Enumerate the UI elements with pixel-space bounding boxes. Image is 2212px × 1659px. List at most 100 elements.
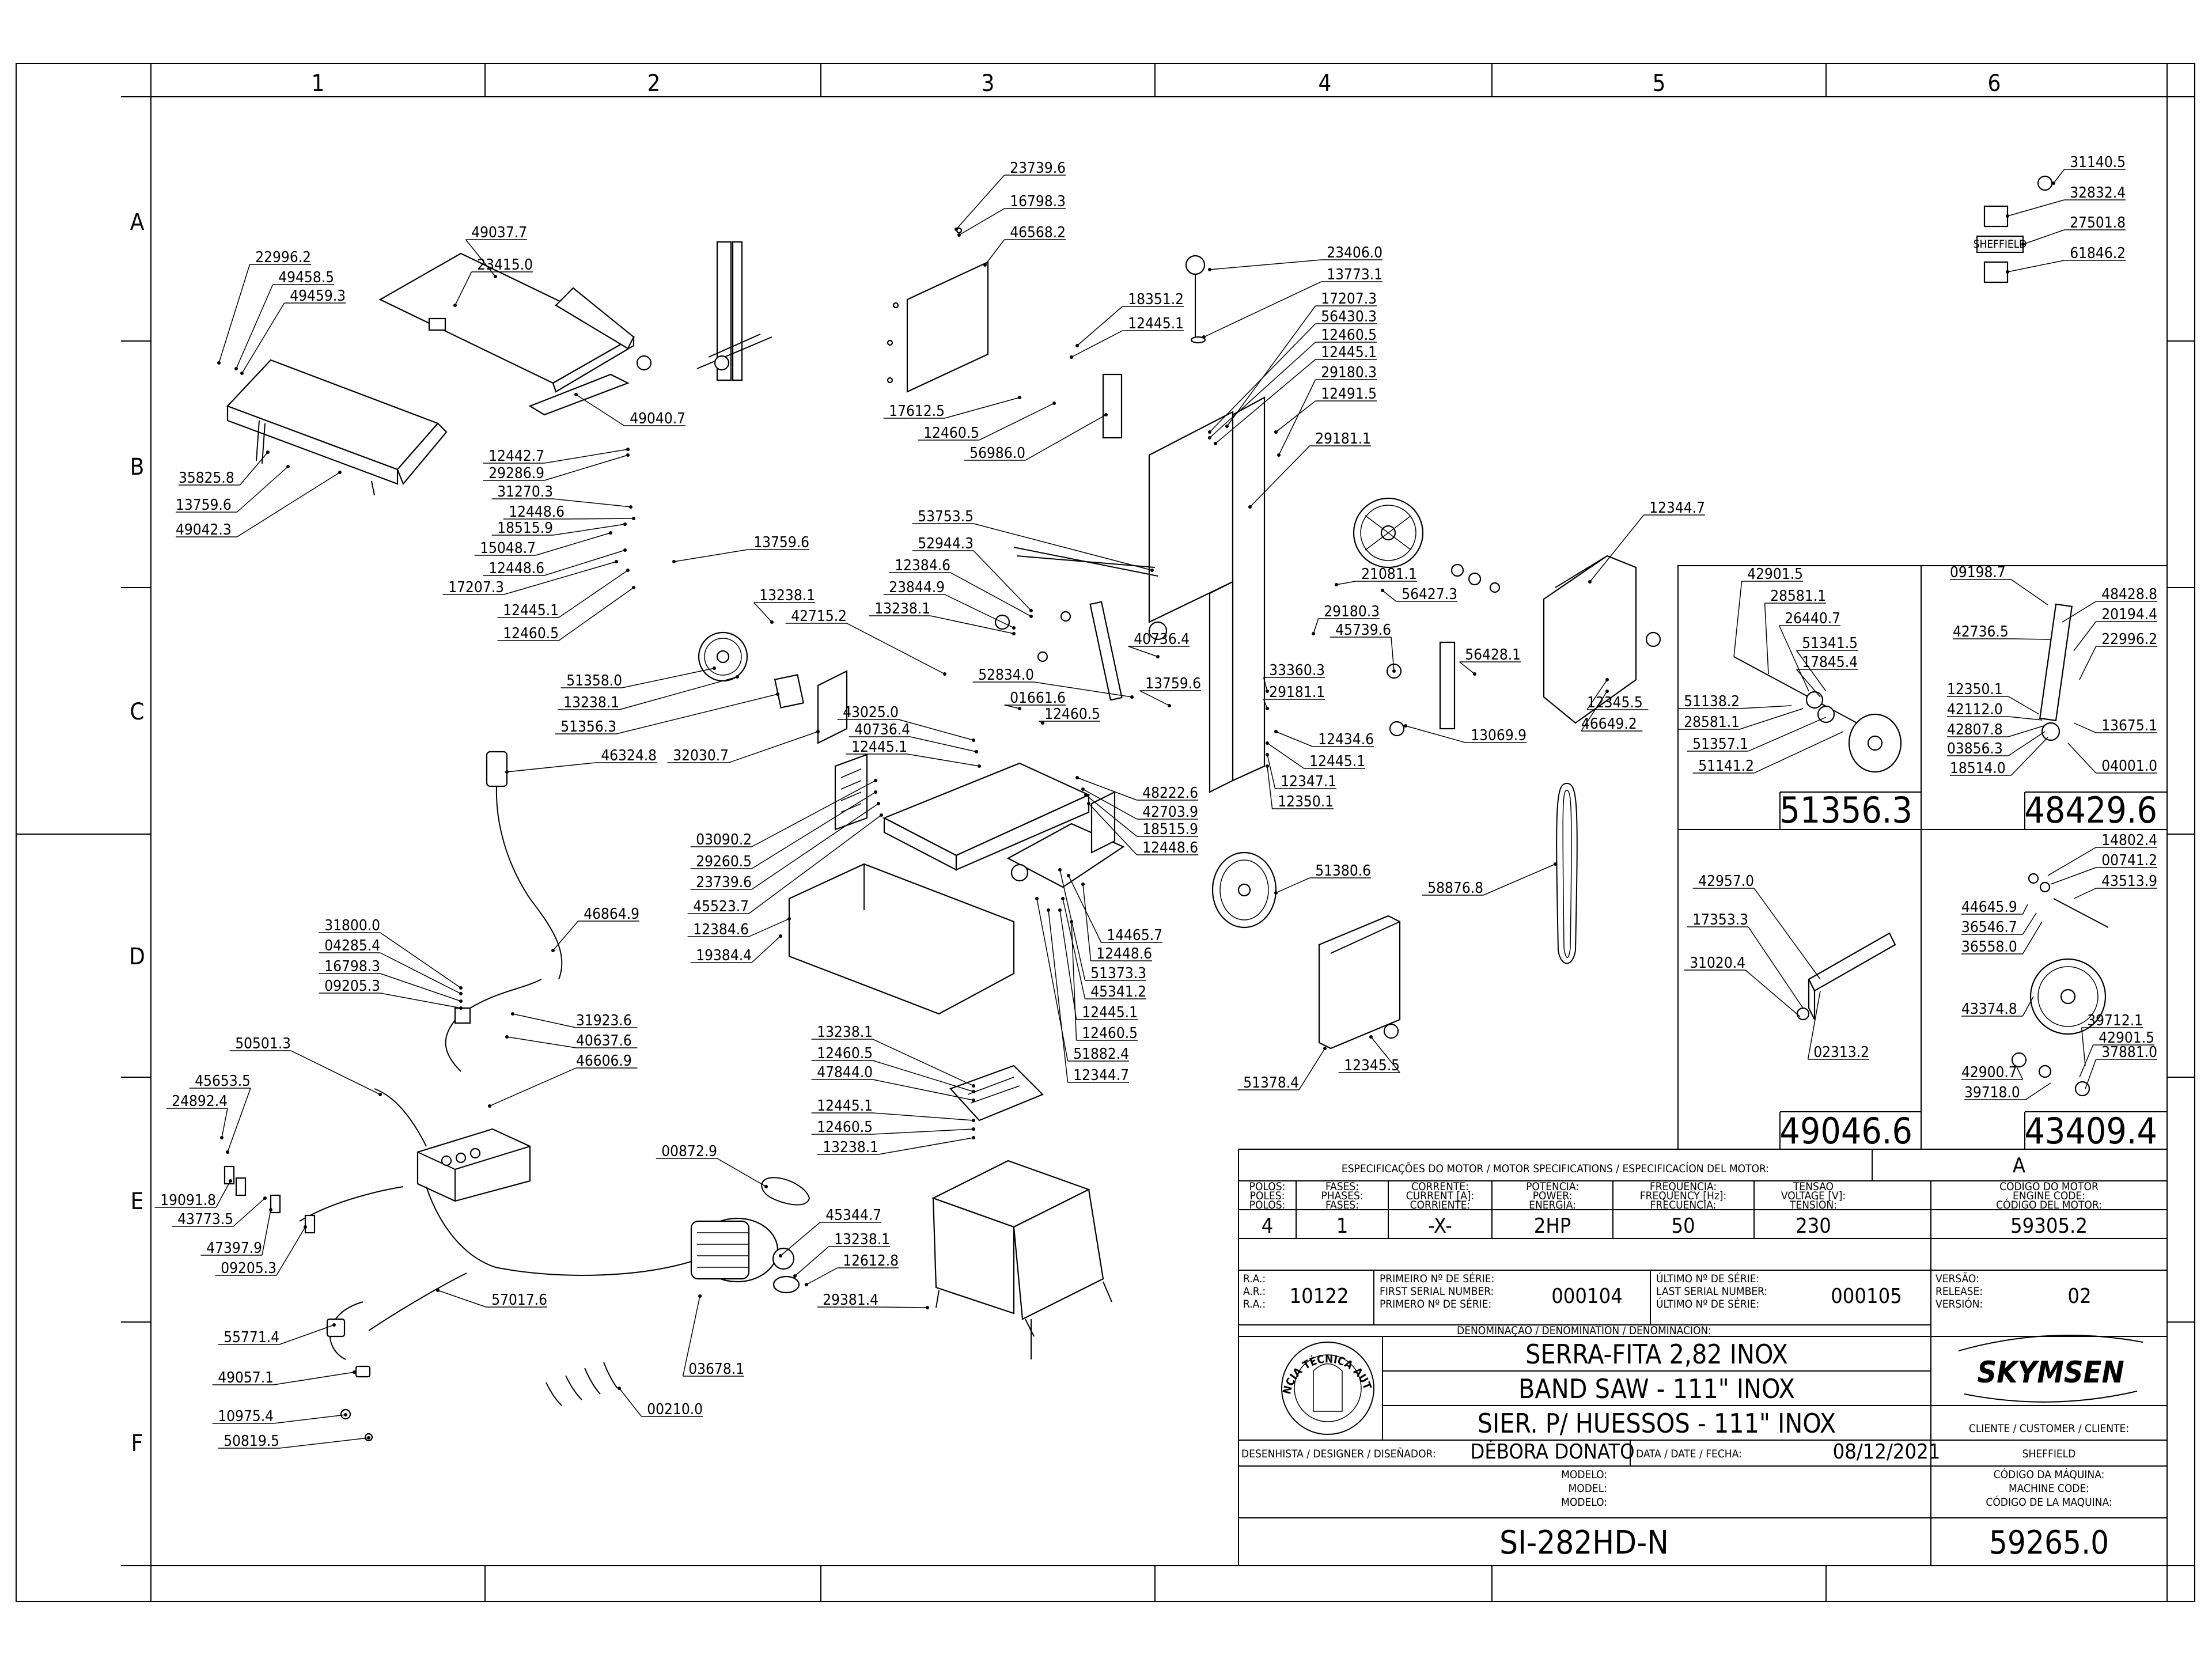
machine-code-label: MACHINE CODE: xyxy=(2009,1482,2089,1495)
spec-value: -X- xyxy=(1428,1214,1452,1238)
detail-part-label: 14802.4 xyxy=(2101,832,2157,849)
spec-column-heading: FASES: xyxy=(1325,1180,1359,1193)
part-number-label: 42715.2 xyxy=(791,608,847,625)
part-number-label: 32832.4 xyxy=(2070,184,2126,202)
part-number-label: 51380.6 xyxy=(1315,862,1371,880)
denomination-line: SERRA-FITA 2,82 INOX xyxy=(1525,1339,1788,1370)
detail-view-number: 43409.4 xyxy=(2024,1110,2157,1152)
part-number-label: 13238.1 xyxy=(563,694,619,711)
part-number-label: 17207.3 xyxy=(1321,290,1377,308)
part-number-label: 56427.3 xyxy=(1402,586,1457,603)
detail-part-label: 51141.2 xyxy=(1698,757,1754,775)
part-number-label: 12448.6 xyxy=(509,503,565,521)
part-number-label: 19384.4 xyxy=(696,947,752,964)
part-number-label: 45739.6 xyxy=(1335,622,1391,639)
part-number-label: 09205.3 xyxy=(221,1260,276,1277)
part-number-label: 47397.9 xyxy=(206,1240,262,1257)
part-number-label: 12347.1 xyxy=(1281,773,1336,790)
part-number-label: 12460.5 xyxy=(817,1119,873,1136)
part-number-label: 40637.6 xyxy=(576,1032,632,1050)
detail-views xyxy=(1677,565,2168,1150)
part-number-label: 29181.1 xyxy=(1269,684,1325,701)
revision-letter: A xyxy=(2013,1154,2025,1177)
part-number-label: 12491.5 xyxy=(1321,385,1377,403)
detail-view-number: 49046.6 xyxy=(1779,1110,1912,1152)
part-number-label: 50501.3 xyxy=(235,1035,291,1052)
part-number-label: 17612.5 xyxy=(889,403,945,420)
denomination-header: DENOMINAÇÃO / DENOMINATION / DENOMINACIÓ… xyxy=(1457,1323,1711,1337)
spec-column-heading: TENSÃO xyxy=(1793,1180,1834,1193)
detail-part-label: 13675.1 xyxy=(2101,717,2157,734)
spec-column-heading: FASES: xyxy=(1325,1199,1359,1211)
part-number-label: 00872.9 xyxy=(661,1143,717,1160)
spec-column-heading: ENERGÍA: xyxy=(1529,1198,1576,1211)
part-number-label: 24892.4 xyxy=(172,1093,228,1110)
detail-part-label: 39718.0 xyxy=(1964,1084,2020,1101)
grid-column-label: 1 xyxy=(312,70,325,97)
detail-part-label: 00741.2 xyxy=(2101,852,2157,869)
part-number-label: 46324.8 xyxy=(601,747,657,764)
part-number-label: 12460.5 xyxy=(1082,1025,1138,1042)
detail-part-label: 02313.2 xyxy=(1813,1044,1869,1061)
last-serial-label: LAST SERIAL NUMBER: xyxy=(1656,1285,1767,1298)
detail-part-label: 43374.8 xyxy=(1961,1001,2017,1018)
part-number-label: 03678.1 xyxy=(688,1361,744,1378)
detail-part-label: 28581.1 xyxy=(1770,588,1826,605)
part-number-label: 13069.9 xyxy=(1471,727,1527,744)
grid-row-label: A xyxy=(130,209,145,236)
detail-part-label: 44645.9 xyxy=(1961,899,2017,916)
part-number-label: 32030.7 xyxy=(673,747,729,764)
detail-part-label: 42112.0 xyxy=(1947,701,2003,718)
part-number-label: 51882.4 xyxy=(1073,1046,1129,1063)
part-number-label: 12445.1 xyxy=(1321,344,1377,361)
grid-row-label: B xyxy=(130,454,145,480)
part-number-label: 46606.9 xyxy=(576,1052,632,1070)
last-serial-value: 000105 xyxy=(1831,1285,1902,1308)
part-number-label: 12344.7 xyxy=(1649,499,1705,517)
client-label: CLIENTE / CUSTOMER / CLIENTE: xyxy=(1969,1422,2129,1435)
first-serial-label: PRIMEIRO Nº DE SÉRIE: xyxy=(1380,1272,1494,1285)
spec-column-heading: VOLTAGE [V]: xyxy=(1781,1190,1846,1202)
client-value: SHEFFIELD xyxy=(2022,1448,2076,1460)
part-number-label: 23406.0 xyxy=(1327,244,1382,262)
part-number-label: 12344.7 xyxy=(1073,1067,1129,1084)
detail-part-label: 42900.7 xyxy=(1961,1064,2017,1081)
part-number-label: 22996.2 xyxy=(255,249,311,266)
sheffield-badge-text: SHEFFIELD xyxy=(1974,238,2027,251)
motor-code-heading: CÓDIGO DO MOTOR xyxy=(1999,1179,2099,1193)
sheffield-badge xyxy=(1976,236,2024,253)
detail-part-label: 20194.4 xyxy=(2101,606,2157,623)
spec-column-heading: POTÊNCIA: xyxy=(1526,1180,1579,1193)
part-number-label: 12434.6 xyxy=(1318,731,1374,748)
part-number-label: 55771.4 xyxy=(224,1329,279,1346)
detail-view-number: 48429.6 xyxy=(2024,789,2157,831)
grid-column-label: 2 xyxy=(647,70,661,97)
part-number-label: 12345.5 xyxy=(1344,1057,1400,1074)
grid-column-label: 5 xyxy=(1653,70,1666,97)
grid-row-label: E xyxy=(131,1188,144,1215)
part-number-label: 12445.1 xyxy=(503,602,559,619)
part-number-label: 13759.6 xyxy=(1145,675,1201,692)
ra-label: R.A.: xyxy=(1243,1272,1266,1285)
machine-code-label: CÓDIGO DE LA MAQUINA: xyxy=(1986,1495,2112,1509)
part-number-label: 12384.6 xyxy=(693,921,749,938)
part-number-label: 29286.9 xyxy=(488,465,544,482)
detail-part-label: 36546.7 xyxy=(1961,919,2017,936)
part-number-label: 49057.1 xyxy=(218,1369,274,1387)
part-number-label: 19091.8 xyxy=(160,1192,216,1209)
first-serial-value: 000104 xyxy=(1551,1285,1623,1308)
part-number-label: 56428.1 xyxy=(1465,646,1521,664)
motor-code-heading: ENGINE CODE: xyxy=(2013,1190,2085,1202)
part-number-label: 23739.6 xyxy=(1010,160,1066,177)
part-number-label: 12612.8 xyxy=(843,1252,899,1270)
part-number-label: 29381.4 xyxy=(823,1291,878,1309)
grid-row-label: C xyxy=(130,699,144,725)
part-number-label: 49459.3 xyxy=(290,287,346,305)
part-number-label: 57017.6 xyxy=(491,1291,547,1309)
authorized-assistance-seal xyxy=(1281,1342,1374,1435)
part-number-label: 51378.4 xyxy=(1243,1074,1299,1092)
spec-column-heading: POLOS: xyxy=(1249,1199,1286,1211)
part-number-label: 49042.3 xyxy=(176,521,232,539)
info-sticker xyxy=(1983,261,2009,283)
